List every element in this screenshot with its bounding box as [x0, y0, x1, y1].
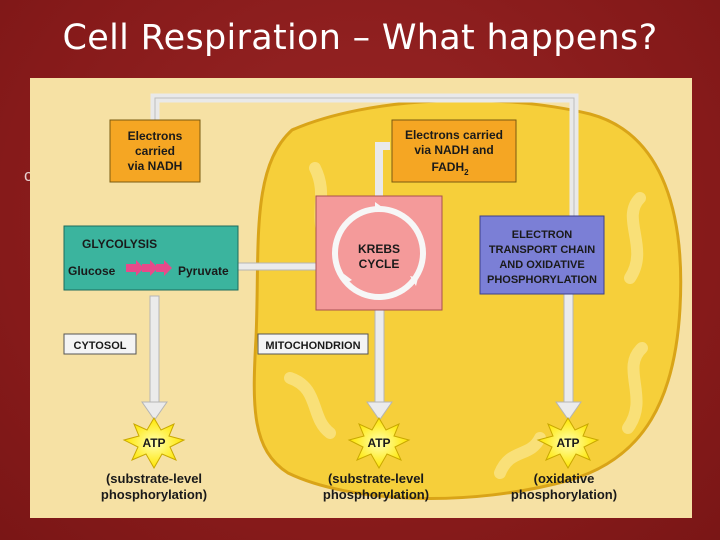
- glycolysis-box: GLYCOLYSIS Glucose Pyruvate: [63, 225, 239, 291]
- connector-glycolysis-krebs: [237, 262, 319, 271]
- electron-transport-chain-box: ELECTRON TRANSPORT CHAIN AND OXIDATIVE P…: [479, 215, 605, 295]
- nadh-fadh-line3: FADH2: [431, 160, 469, 177]
- atp-note-line2: phosphorylation): [323, 487, 429, 502]
- krebs-arrow-right: [410, 276, 418, 286]
- etc-line3: AND OXIDATIVE: [499, 259, 584, 271]
- mitochondrion-label: MITOCHONDRION: [265, 340, 360, 352]
- nadh-fadh-line2: via NADH and: [414, 143, 493, 157]
- glycolysis-pyruvate: Pyruvate: [178, 264, 229, 278]
- atp-star-icon: [536, 417, 600, 470]
- atp-label: ATP: [142, 436, 165, 450]
- atp-arrows: [141, 293, 582, 421]
- nadh-fadh-box: Electrons carried via NADH and FADH2: [391, 119, 517, 183]
- atp-label: ATP: [367, 436, 390, 450]
- mitochondrion-label-box: MITOCHONDRION: [257, 333, 369, 355]
- krebs-cycle-box: KREBS CYCLE: [315, 195, 443, 311]
- krebs-line1: KREBS: [358, 242, 400, 256]
- atp-note-line1: (substrate-level: [106, 471, 202, 486]
- nadh-fadh-line1: Electrons carried: [405, 128, 503, 142]
- krebs-arrow-left: [344, 274, 352, 284]
- atp-output-2: ATP (substrate-level phosphorylation): [323, 417, 429, 502]
- glycolysis-title: GLYCOLYSIS: [82, 237, 157, 251]
- atp-note-line2: phosphorylation): [101, 487, 207, 502]
- atp-note-line2: phosphorylation): [511, 487, 617, 502]
- atp-note-line1: (oxidative: [534, 471, 595, 486]
- etc-line1: ELECTRON: [512, 229, 573, 241]
- nadh-box-line1: Electrons: [128, 129, 183, 143]
- atp-output-3: ATP (oxidative phosphorylation): [511, 417, 617, 502]
- atp-star-icon: [347, 417, 411, 470]
- etc-line4: PHOSPHORYLATION: [487, 274, 597, 286]
- respiration-diagram: Electrons carried via NADH Electrons car…: [30, 78, 692, 518]
- slide-title: Cell Respiration – What happens?: [62, 18, 658, 58]
- cytosol-label: CYTOSOL: [74, 340, 127, 352]
- atp-note-line1: (substrate-level: [328, 471, 424, 486]
- nadh-box-line2: carried: [135, 144, 175, 158]
- atp-label: ATP: [556, 436, 579, 450]
- glycolysis-glucose: Glucose: [68, 264, 116, 278]
- bullet-fragment: c: [24, 166, 33, 185]
- connector-top-right: [375, 142, 390, 196]
- etc-line2: TRANSPORT CHAIN: [489, 244, 595, 256]
- atp-star-icon: [122, 417, 186, 470]
- nadh-box: Electrons carried via NADH: [109, 119, 201, 183]
- cytosol-label-box: CYTOSOL: [63, 333, 137, 355]
- glycolysis-arrows: [126, 260, 172, 276]
- nadh-box-line3: via NADH: [128, 159, 183, 173]
- krebs-line2: CYCLE: [359, 257, 400, 271]
- atp-output-1: ATP (substrate-level phosphorylation): [101, 417, 207, 502]
- krebs-arrow-top: [375, 202, 382, 212]
